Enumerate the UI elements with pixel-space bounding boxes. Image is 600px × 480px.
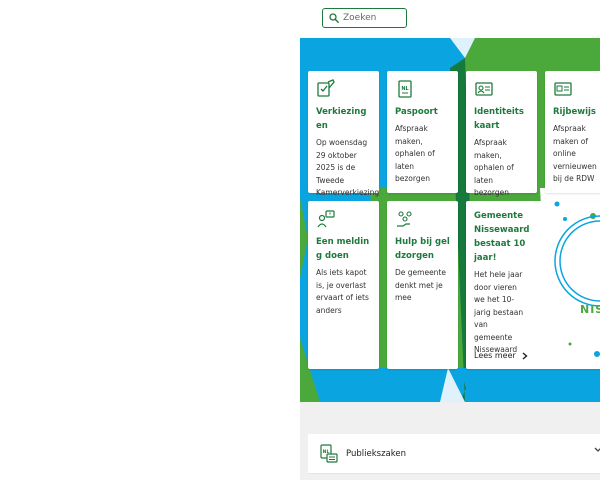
feature-title: Gemeente Nissewaard bestaat 10 jaar!: [474, 211, 530, 263]
search-icon: [329, 13, 339, 23]
chevron-right-icon: [522, 351, 528, 360]
accordion-label: Publiekszaken: [346, 448, 406, 459]
drivers-license-icon: [554, 82, 572, 96]
tile-een-melding-doen[interactable]: Een melding doen Als iets kapot is, je o…: [308, 201, 379, 369]
tile-title: Identiteitskaart: [474, 107, 524, 131]
read-more-label: Lees meer: [474, 351, 516, 360]
report-icon: [317, 210, 335, 228]
tile-title: Verkiezingen: [316, 107, 367, 131]
read-more-link[interactable]: Lees meer: [474, 351, 528, 360]
tile-rijbewijs[interactable]: Rijbewijs Afspraak maken of online verni…: [545, 71, 600, 193]
tile-title: Paspoort: [395, 107, 438, 117]
tile-desc: Als iets kapot is, je overlast ervaart o…: [316, 268, 369, 315]
tile-hulp-bij-geldzorgen[interactable]: Hulp bij geldzorgen De gemeente denkt me…: [387, 201, 458, 369]
tile-desc: Afspraak maken of online vernieuwen bij …: [553, 124, 597, 183]
tile-title: Een melding doen: [316, 237, 370, 261]
chevron-down-icon: [594, 447, 600, 452]
tile-desc: Op woensdag 29 oktober 2025 is de Tweede…: [316, 138, 380, 197]
tile-paspoort[interactable]: NL Paspoort Afspraak maken, ophalen of l…: [387, 71, 458, 193]
feature-desc: Het hele jaar door vieren we het 10-jari…: [474, 270, 524, 354]
tile-verkiezingen[interactable]: Verkiezingen Op woensdag 29 oktober 2025…: [308, 71, 379, 197]
money-help-icon: [397, 211, 412, 227]
tile-title: Hulp bij geldzorgen: [395, 237, 450, 261]
passport-icon: NL: [398, 80, 412, 98]
document-icon: NL: [320, 443, 338, 463]
tile-desc: Afspraak maken, ophalen of laten bezorge…: [395, 124, 435, 183]
feature-card[interactable]: Gemeente Nissewaard bestaat 10 jaar! Het…: [466, 201, 600, 369]
accordion-publiekszaken[interactable]: NL Publiekszaken: [308, 434, 600, 474]
badge-text: NISS: [580, 303, 600, 316]
svg-text:NL: NL: [401, 86, 409, 92]
page-viewport: Verkiezingen Op woensdag 29 oktober 2025…: [300, 0, 600, 480]
search-bar[interactable]: [322, 8, 407, 28]
id-card-icon: [475, 82, 493, 96]
ballot-icon: [317, 79, 335, 97]
search-input[interactable]: [343, 13, 403, 23]
svg-text:NL: NL: [323, 449, 330, 455]
tile-desc: Afspraak maken, ophalen of laten bezorge…: [474, 138, 514, 197]
tile-desc: De gemeente denkt met je mee: [395, 268, 446, 302]
anniversary-badge: NISS: [554, 201, 600, 357]
tile-identiteitskaart[interactable]: Identiteitskaart Afspraak maken, ophalen…: [466, 71, 537, 197]
tile-title: Rijbewijs: [553, 107, 596, 117]
hero-section: Verkiezingen Op woensdag 29 oktober 2025…: [300, 38, 600, 402]
